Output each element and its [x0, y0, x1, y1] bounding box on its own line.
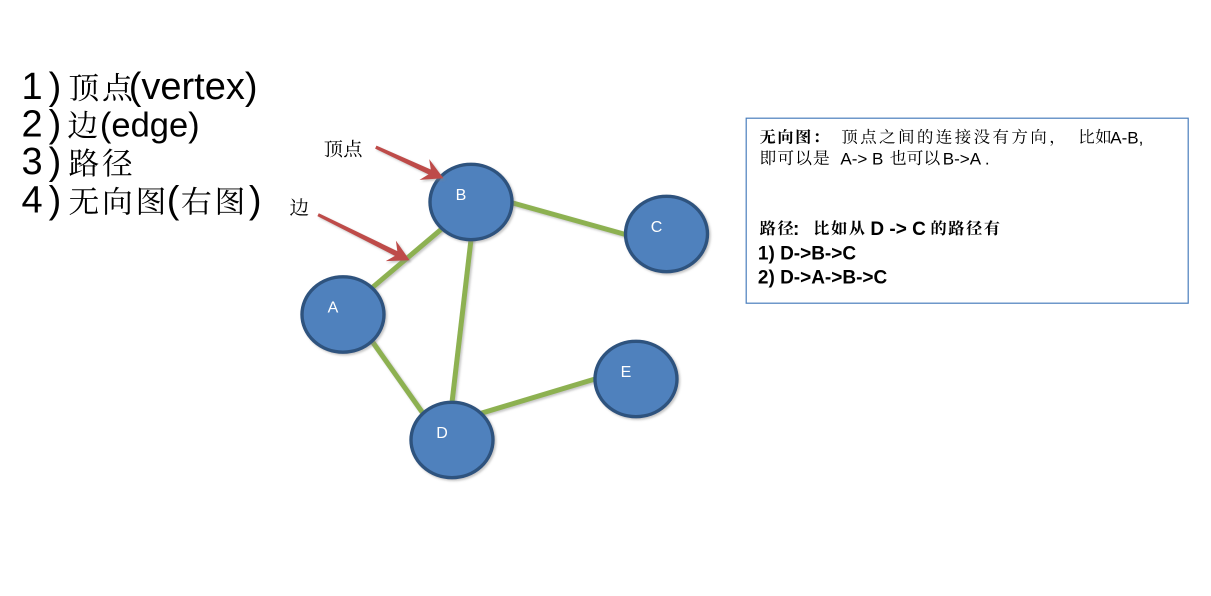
svg-text:3: 3 [22, 141, 43, 183]
svg-text:(: ( [167, 180, 180, 222]
svg-text:1) D->B->C: 1) D->B->C [758, 244, 856, 265]
svg-text:): ) [49, 66, 62, 108]
svg-text:4: 4 [22, 180, 43, 222]
svg-text:(edge): (edge) [100, 106, 200, 144]
svg-text:A-B,: A-B, [1110, 128, 1143, 147]
svg-text:D -> C: D -> C [870, 219, 926, 240]
svg-text:B: B [456, 187, 467, 204]
svg-text:E: E [621, 364, 632, 381]
svg-text:D: D [436, 425, 448, 442]
svg-text:B->A .: B->A . [943, 150, 990, 169]
svg-text:): ) [49, 180, 62, 222]
svg-text:(vertex): (vertex) [129, 66, 258, 108]
svg-text:2) D->A->B->C: 2) D->A->B->C [758, 267, 888, 288]
svg-text:): ) [49, 141, 62, 183]
svg-text:A-> B: A-> B [840, 150, 883, 169]
svg-text:A: A [328, 300, 339, 317]
svg-text::: : [793, 219, 799, 240]
svg-text:1: 1 [22, 66, 43, 108]
svg-text:): ) [249, 180, 262, 222]
svg-text:): ) [49, 103, 62, 145]
svg-text:2: 2 [22, 103, 43, 145]
svg-text:C: C [651, 219, 663, 236]
